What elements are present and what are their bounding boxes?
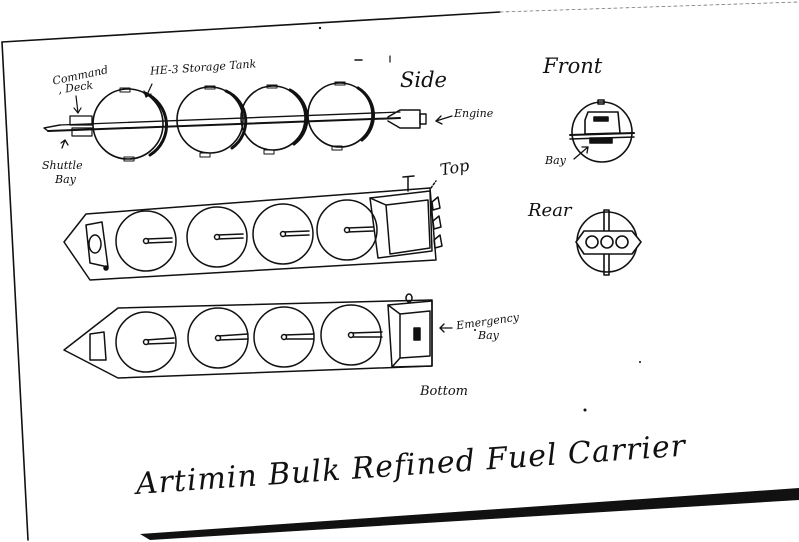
side-tank-4 bbox=[307, 81, 376, 151]
shuttle-bay-label-line2: Bay bbox=[55, 173, 76, 186]
side-view-drawing bbox=[43, 81, 453, 162]
side-tank-3 bbox=[240, 84, 309, 155]
emergency-bay-label-line2: Bay bbox=[478, 329, 499, 342]
engine-label: Engine bbox=[454, 107, 494, 120]
front-bay-label: Bay bbox=[545, 154, 566, 167]
rear-view-label: Rear bbox=[528, 200, 572, 221]
side-engine bbox=[387, 109, 427, 129]
side-tank-1 bbox=[92, 87, 168, 162]
side-view-label: Side bbox=[400, 68, 447, 92]
shuttle-bay-label-line1: Shuttle bbox=[42, 159, 83, 172]
bottom-view-drawing bbox=[63, 293, 453, 379]
top-view-drawing bbox=[63, 175, 443, 281]
bottom-view-label: Bottom bbox=[420, 384, 468, 399]
front-view-label: Front bbox=[543, 54, 603, 78]
front-view-drawing bbox=[569, 99, 635, 163]
side-tank-2 bbox=[176, 85, 248, 158]
rear-view-drawing bbox=[575, 209, 642, 276]
